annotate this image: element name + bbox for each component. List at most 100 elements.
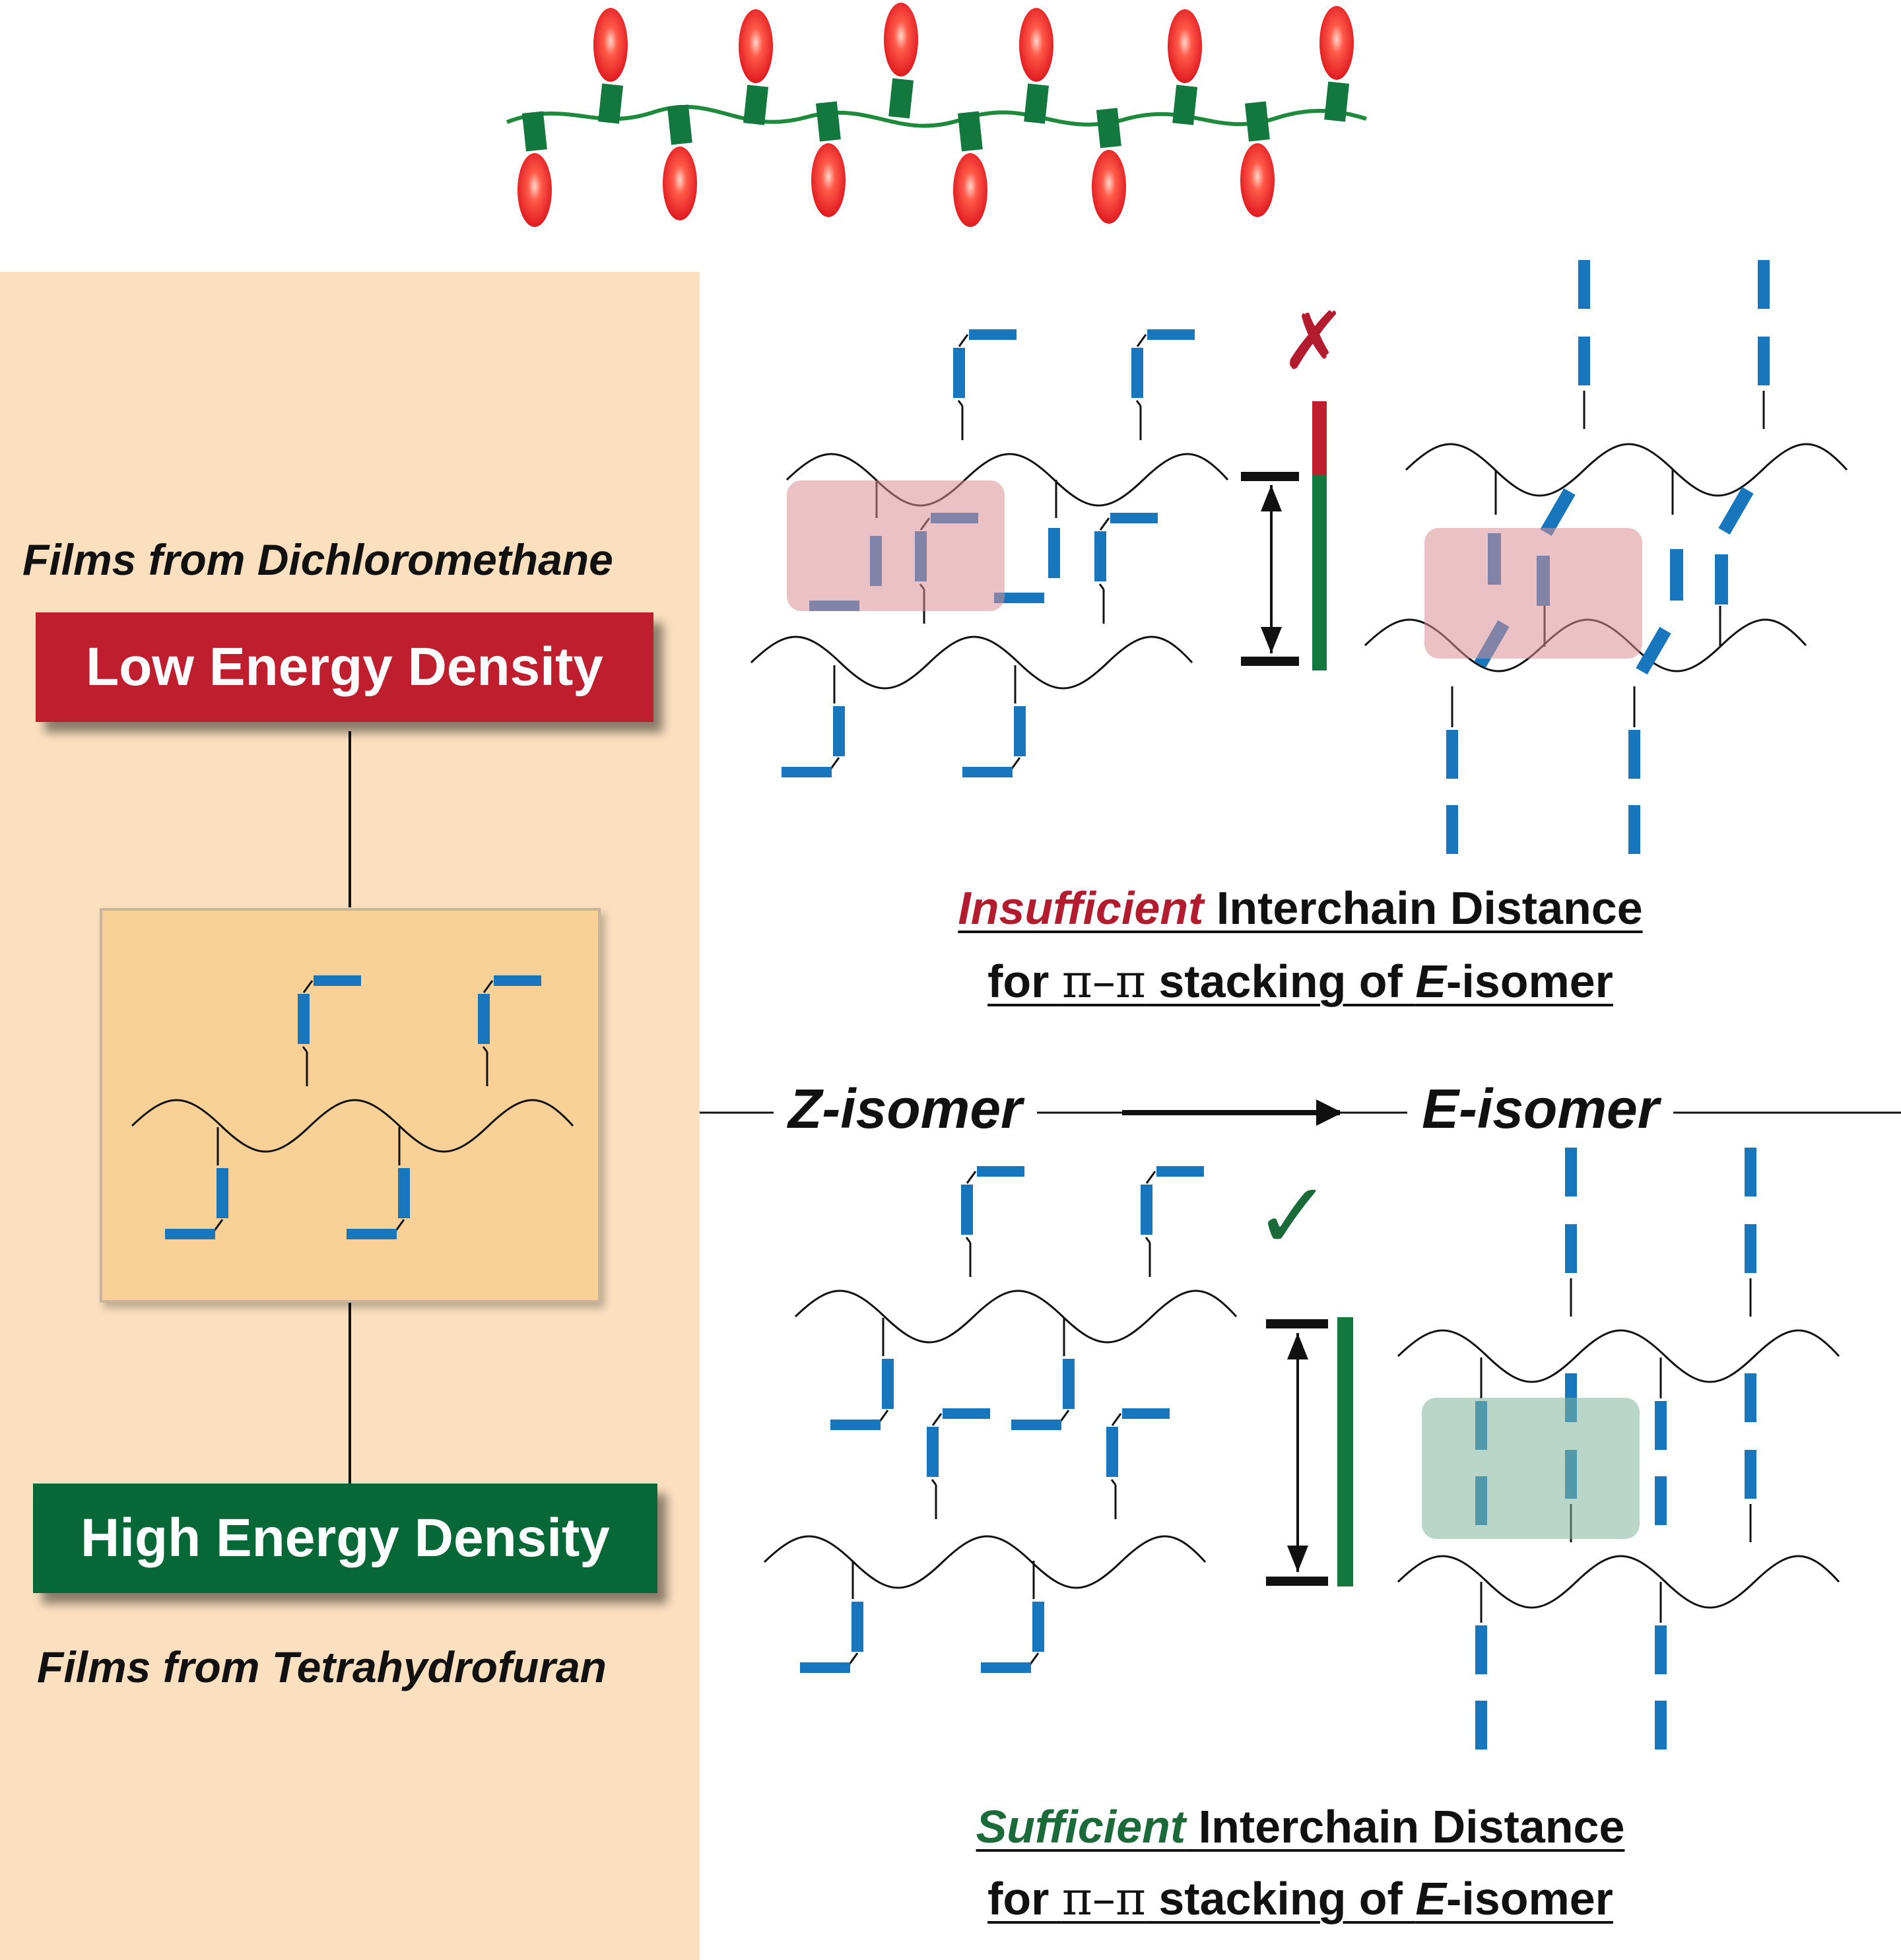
azo-unit-vertical bbox=[298, 994, 310, 1044]
bulb bbox=[884, 3, 918, 77]
azo-unit-vertical bbox=[1063, 1359, 1075, 1409]
bulb-cap bbox=[1172, 84, 1198, 125]
azo-unit-vertical bbox=[851, 1602, 863, 1652]
azo-unit-vertical bbox=[1032, 1602, 1044, 1652]
azo-unit-vertical bbox=[1628, 730, 1640, 779]
azo-unit-vertical bbox=[1475, 1701, 1487, 1749]
azo-unit-vertical bbox=[1655, 1476, 1667, 1525]
azo-unit-vertical bbox=[1446, 805, 1458, 854]
linker-line bbox=[1145, 1237, 1151, 1243]
bulb bbox=[811, 143, 846, 217]
bulb-cap bbox=[1024, 83, 1050, 124]
azo-unit-vertical bbox=[1014, 706, 1026, 756]
azo-unit-vertical bbox=[1745, 1148, 1756, 1196]
linker-line bbox=[213, 1219, 224, 1232]
b2-c: -isomer bbox=[1446, 1873, 1613, 1924]
azo-unit-tilted bbox=[1540, 488, 1576, 537]
bottom-z-isomer-stack bbox=[763, 1166, 1238, 1673]
azo-unit-horizontal bbox=[977, 1166, 1024, 1177]
azo-unit-horizontal bbox=[800, 1662, 850, 1673]
cross-mark-icon: ✗ bbox=[1281, 297, 1347, 385]
lower-backbone bbox=[750, 636, 1193, 690]
top-line1-rest: Interchain Distance bbox=[1203, 882, 1643, 934]
bottom-result-line2: for π–π stacking of E-isomer bbox=[871, 1872, 1729, 1926]
linker-line bbox=[848, 1652, 859, 1666]
top-film-caption: Films from Dichloromethane bbox=[22, 535, 613, 584]
azo-unit-vertical bbox=[1578, 260, 1590, 309]
azo-unit-horizontal bbox=[1156, 1166, 1204, 1177]
linker-line bbox=[1010, 757, 1021, 770]
sufficient-word: Sufficient bbox=[976, 1801, 1186, 1852]
top-result-line2: for π–π stacking of E-isomer bbox=[871, 954, 1729, 1008]
azo-unit-vertical bbox=[1758, 337, 1770, 385]
azo-unit bbox=[1048, 528, 1060, 578]
linker-line bbox=[394, 1219, 405, 1232]
overlap-region-red bbox=[787, 480, 1005, 611]
linker-line bbox=[1110, 1479, 1117, 1486]
linker-line bbox=[483, 980, 494, 993]
bulb-cap bbox=[1324, 81, 1350, 122]
linker-line bbox=[1059, 1410, 1070, 1423]
azo-unit-vertical bbox=[1655, 1401, 1667, 1450]
azo-unit-horizontal bbox=[962, 767, 1013, 777]
azo-unit-vertical bbox=[1655, 1625, 1667, 1674]
azo-unit-vertical bbox=[1578, 337, 1590, 385]
t2-c: -isomer bbox=[1446, 956, 1613, 1007]
azo-unit-tilted bbox=[1718, 486, 1754, 535]
azo-unit bbox=[1715, 554, 1728, 604]
linker-line bbox=[931, 1413, 943, 1426]
bottom-film-caption: Films from Tetrahydrofuran bbox=[37, 1643, 607, 1691]
bulb-cap bbox=[957, 111, 983, 152]
linker-line bbox=[829, 757, 840, 770]
azo-unit-vertical bbox=[1758, 260, 1770, 309]
azo-unit-horizontal bbox=[1110, 513, 1158, 523]
azo-unit-horizontal bbox=[314, 975, 361, 986]
high-energy-badge: High Energy Density bbox=[33, 1484, 657, 1593]
linker-line bbox=[966, 1171, 977, 1184]
b2-b: stacking of bbox=[1145, 1873, 1416, 1924]
polymer-backbone bbox=[131, 1099, 574, 1153]
azo-unit-vertical bbox=[1745, 1224, 1756, 1273]
upper-backbone bbox=[1405, 443, 1848, 497]
top-z-isomer-stack bbox=[750, 329, 1229, 777]
bottom-distance-indicator bbox=[1266, 1317, 1353, 1586]
bulb bbox=[1092, 150, 1126, 224]
azo-unit-vertical bbox=[217, 1168, 228, 1218]
bulb bbox=[739, 9, 773, 83]
azo-unit-horizontal bbox=[830, 1420, 881, 1430]
linker-line bbox=[1135, 400, 1142, 407]
azo-unit-horizontal bbox=[1147, 329, 1195, 340]
azo-unit-vertical bbox=[1446, 730, 1458, 779]
azo-unit-horizontal bbox=[494, 975, 541, 986]
linker-line bbox=[1099, 517, 1110, 531]
e-isomer-label: E-isomer bbox=[1407, 1077, 1674, 1141]
azo-unit-vertical bbox=[1628, 805, 1640, 854]
linker-line bbox=[931, 1479, 937, 1486]
azo-unit-horizontal bbox=[347, 1229, 397, 1239]
top-e-isomer-stack bbox=[1364, 260, 1848, 854]
linker-line bbox=[957, 400, 964, 407]
b2-e: E bbox=[1415, 1873, 1447, 1924]
azo-unit-vertical bbox=[1106, 1427, 1118, 1477]
upper-backbone bbox=[794, 1290, 1238, 1344]
azo-unit-horizontal bbox=[943, 1408, 990, 1419]
check-mark-icon: ✓ bbox=[1254, 1164, 1332, 1268]
linker-line bbox=[965, 1237, 972, 1243]
azo-unit-vertical bbox=[1745, 1373, 1756, 1422]
string-lights-icon bbox=[506, 3, 1367, 227]
overlap-region-green bbox=[1422, 1398, 1640, 1539]
linker-line bbox=[878, 1410, 889, 1423]
azo-unit-horizontal bbox=[969, 329, 1017, 340]
azo-unit bbox=[1670, 549, 1683, 601]
azo-unit-vertical bbox=[1131, 348, 1143, 398]
bulb-cap bbox=[888, 78, 914, 119]
linker-line bbox=[958, 334, 969, 347]
lower-backbone bbox=[763, 1535, 1207, 1589]
t2-e: E bbox=[1415, 956, 1447, 1007]
low-energy-badge: Low Energy Density bbox=[36, 612, 653, 722]
azo-unit-horizontal bbox=[782, 767, 832, 777]
bottom-line1-rest: Interchain Distance bbox=[1185, 1801, 1625, 1852]
azo-unit-horizontal bbox=[1122, 1408, 1170, 1419]
bulb-cap bbox=[521, 111, 547, 152]
